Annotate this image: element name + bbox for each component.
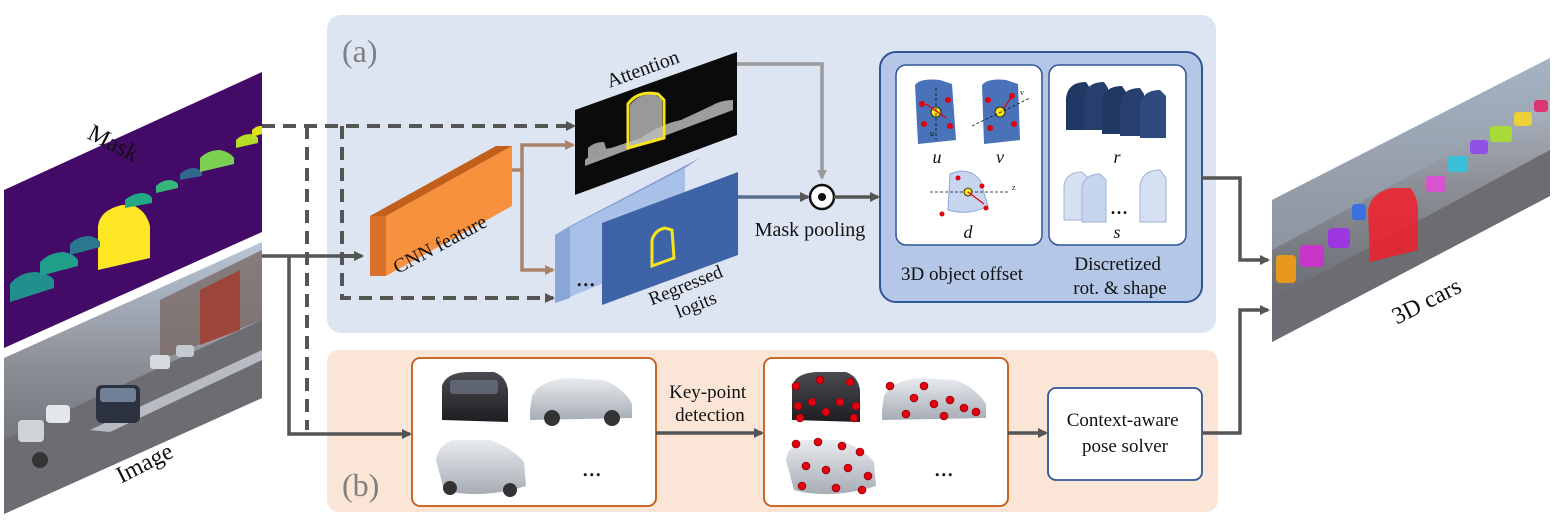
attention-to-pooling-connector — [737, 62, 827, 180]
panel-b-label: (b) — [342, 467, 379, 503]
rotation-caption-line2: rot. & shape — [1073, 278, 1166, 299]
regressed-logits-stack — [555, 158, 738, 305]
attention-map — [575, 52, 737, 195]
cnn-feature-block — [370, 146, 512, 276]
rotation-shape-caption: Discretized rot. & shape — [1073, 254, 1166, 299]
image-connectors — [262, 251, 412, 439]
cnn-output-connectors — [512, 140, 575, 275]
shape-var-s: s — [1113, 222, 1120, 242]
rotation-var-r: r — [1113, 147, 1121, 167]
solver-label-line2: pose solver — [1082, 436, 1169, 457]
pose-solver-label: Context-aware pose solver — [1067, 410, 1184, 457]
offset-axis-z: z — [1012, 183, 1016, 192]
logits-ellipsis: ... — [576, 263, 596, 292]
shape-bins-illustration — [1063, 169, 1167, 223]
output-label: 3D cars — [1388, 273, 1466, 330]
rotation-caption-line1: Discretized — [1074, 254, 1161, 275]
mask-input-image — [4, 72, 262, 348]
crops-ellipsis: ... — [582, 453, 602, 482]
offset-d-illustration — [930, 170, 1010, 217]
offset-axis-u: u — [930, 129, 934, 138]
detected-keypoints — [791, 375, 981, 495]
offset-var-d: d — [964, 222, 974, 242]
vehicle-crops — [436, 372, 632, 497]
solver-to-output-connector — [1202, 305, 1270, 435]
panel-a-label: (a) — [342, 33, 378, 69]
output-3d-cars-image — [1272, 58, 1550, 342]
shape-ellipsis: ... — [1110, 194, 1128, 220]
keypoint-detection-label: Key-point detection — [669, 382, 751, 426]
offset-var-u: u — [933, 147, 942, 167]
offset-caption: 3D object offset — [901, 264, 1024, 285]
offset-v-illustration — [971, 79, 1031, 144]
rotation-bins-illustration — [1066, 82, 1166, 138]
offset-var-v: v — [996, 147, 1004, 167]
street-input-image — [4, 242, 262, 514]
mask-pooling-label: Mask pooling — [755, 219, 866, 241]
mask-pooling-operator — [808, 183, 836, 211]
keypoint-label-line1: Key-point — [669, 382, 747, 403]
pose-solver-box — [1047, 387, 1203, 481]
solver-label-line1: Context-aware — [1067, 410, 1179, 431]
head-to-output-connector — [1202, 176, 1270, 265]
keypoint-label-line2: detection — [675, 405, 745, 426]
offset-u-illustration — [915, 79, 956, 144]
keypoints-ellipsis: ... — [934, 453, 954, 482]
offset-axis-v: v — [1020, 88, 1024, 97]
